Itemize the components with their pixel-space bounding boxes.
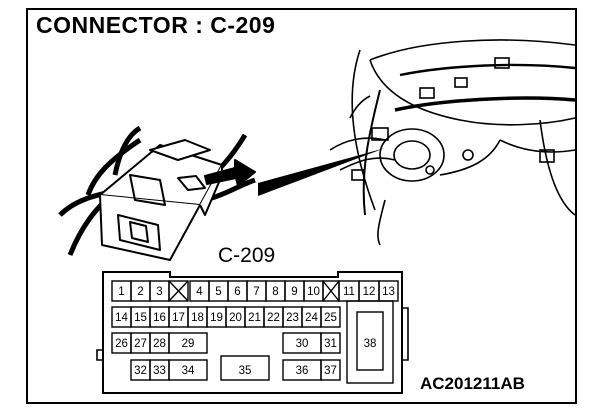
pin-25: 25 (324, 312, 337, 324)
pin-7: 7 (253, 286, 259, 298)
pin-8: 8 (272, 286, 278, 298)
connector-housing-illustration (58, 125, 256, 261)
pin-4: 4 (196, 286, 203, 298)
pin-2: 2 (137, 286, 143, 298)
drawing-code: AC201211AB (420, 374, 525, 393)
connector-label: C-209 (218, 244, 276, 267)
pin-11: 11 (343, 286, 355, 298)
pin-15: 15 (134, 312, 147, 324)
pin-17: 17 (172, 312, 185, 324)
pin-16: 16 (153, 312, 166, 324)
pin-30: 30 (296, 338, 309, 350)
pin-31: 31 (324, 338, 337, 350)
pin-35: 35 (239, 365, 252, 377)
pin-14: 14 (115, 312, 128, 324)
pin-21: 21 (248, 312, 261, 324)
pin-13: 13 (382, 286, 395, 298)
connector-face-diagram: 1 2 3 4 5 6 7 8 9 10 11 12 13 14 15 16 1… (96, 271, 409, 394)
pin-6: 6 (234, 286, 240, 298)
pin-1: 1 (118, 286, 124, 298)
pin-23: 23 (286, 312, 299, 324)
pin-38: 38 (364, 338, 377, 350)
pin-36: 36 (296, 365, 309, 377)
pin-5: 5 (215, 286, 221, 298)
figure-title: CONNECTOR : C-209 (36, 12, 276, 38)
pin-32: 32 (134, 365, 147, 377)
pin-19: 19 (210, 312, 223, 324)
pin-10: 10 (307, 286, 320, 298)
pin-26: 26 (115, 338, 128, 350)
pin-34: 34 (182, 365, 195, 377)
pin-29: 29 (182, 338, 195, 350)
pin-18: 18 (191, 312, 204, 324)
pin-27: 27 (134, 338, 147, 350)
pin-28: 28 (153, 338, 166, 350)
vehicle-location-illustration (329, 39, 576, 246)
pin-9: 9 (291, 286, 297, 298)
pin-20: 20 (229, 312, 242, 324)
pin-12: 12 (363, 286, 376, 298)
callout-wedge (258, 148, 385, 196)
pin-3: 3 (156, 286, 162, 298)
pin-22: 22 (267, 312, 280, 324)
pin-33: 33 (153, 365, 166, 377)
pin-37: 37 (324, 365, 337, 377)
pin-24: 24 (305, 312, 318, 324)
